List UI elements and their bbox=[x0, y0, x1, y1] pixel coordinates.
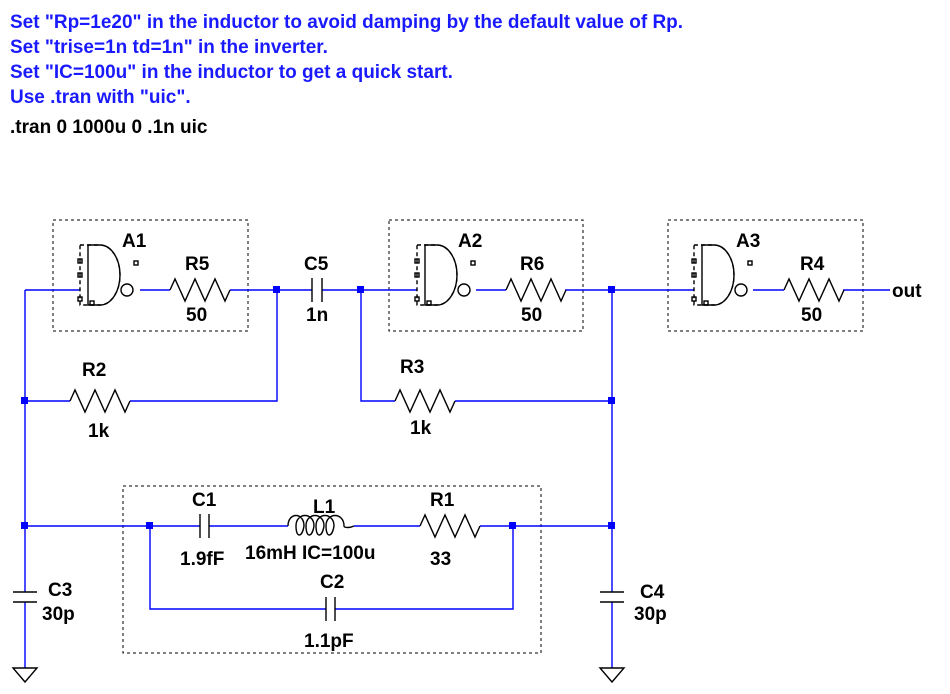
inverter-a1[interactable] bbox=[77, 244, 139, 306]
junction-dots bbox=[21, 286, 615, 529]
c1-value-label: 1.9fF bbox=[180, 549, 224, 570]
tran-directive[interactable]: .tran 0 1000u 0 .1n uic bbox=[10, 117, 208, 138]
r2-name-label: R2 bbox=[82, 360, 106, 381]
a2-group-box bbox=[388, 219, 584, 332]
r3-value-label: 1k bbox=[410, 418, 432, 439]
resistor-r3[interactable] bbox=[394, 388, 456, 414]
inverter-a2[interactable] bbox=[414, 244, 476, 306]
l1-value-label: 16mH IC=100u bbox=[245, 543, 375, 564]
c3-value-label: 30p bbox=[42, 604, 75, 625]
r4-value-label: 50 bbox=[801, 305, 822, 326]
r6-value-label: 50 bbox=[521, 305, 542, 326]
c5-value-label: 1n bbox=[306, 305, 328, 326]
out-net-label[interactable]: out bbox=[892, 281, 922, 302]
c4-value-label: 30p bbox=[634, 604, 667, 625]
c2-value-label: 1.1pF bbox=[304, 631, 354, 652]
l1-name-label: L1 bbox=[313, 497, 336, 518]
resistor-r1[interactable] bbox=[419, 513, 481, 539]
c4-name-label: C4 bbox=[640, 582, 665, 603]
inductor-l1[interactable] bbox=[287, 514, 355, 536]
c1-name-label: C1 bbox=[192, 490, 217, 511]
crystal-group-box bbox=[122, 485, 542, 654]
a3-group-box bbox=[667, 219, 864, 332]
r6-name-label: R6 bbox=[520, 254, 544, 275]
resistor-r5[interactable] bbox=[169, 277, 231, 303]
a1-group-box bbox=[52, 219, 249, 332]
ground-symbol-left bbox=[11, 667, 39, 684]
r4-name-label: R4 bbox=[800, 254, 825, 275]
c5-name-label: C5 bbox=[304, 254, 329, 275]
note-line: Set "IC=100u" in the inductor to get a q… bbox=[10, 62, 453, 83]
r3-name-label: R3 bbox=[400, 357, 424, 378]
note-line: Use .tran with "uic". bbox=[10, 87, 191, 108]
resistor-r4[interactable] bbox=[783, 277, 845, 303]
c2-name-label: C2 bbox=[320, 572, 344, 593]
r1-name-label: R1 bbox=[430, 490, 455, 511]
capacitor-c5[interactable] bbox=[311, 278, 323, 302]
inverter-a3[interactable] bbox=[691, 244, 753, 306]
a2-name-label: A2 bbox=[458, 231, 482, 252]
r1-value-label: 33 bbox=[430, 549, 451, 570]
capacitor-c2[interactable] bbox=[325, 597, 336, 621]
r5-value-label: 50 bbox=[186, 305, 207, 326]
resistor-r2[interactable] bbox=[69, 388, 131, 414]
r5-name-label: R5 bbox=[185, 254, 210, 275]
r2-value-label: 1k bbox=[88, 421, 110, 442]
capacitor-c4[interactable] bbox=[600, 591, 624, 603]
a3-name-label: A3 bbox=[736, 231, 760, 252]
wires bbox=[24, 289, 890, 668]
note-line: Set "Rp=1e20" in the inductor to avoid d… bbox=[10, 12, 684, 33]
capacitor-c1[interactable] bbox=[199, 514, 210, 538]
c3-name-label: C3 bbox=[48, 580, 72, 601]
capacitor-c3[interactable] bbox=[13, 591, 37, 603]
notes-block: Set "Rp=1e20" in the inductor to avoid d… bbox=[10, 10, 683, 110]
note-line: Set "trise=1n td=1n" in the inverter. bbox=[10, 37, 328, 58]
ground-symbol-right bbox=[598, 667, 626, 684]
resistor-r6[interactable] bbox=[505, 277, 567, 303]
a1-name-label: A1 bbox=[122, 231, 147, 252]
